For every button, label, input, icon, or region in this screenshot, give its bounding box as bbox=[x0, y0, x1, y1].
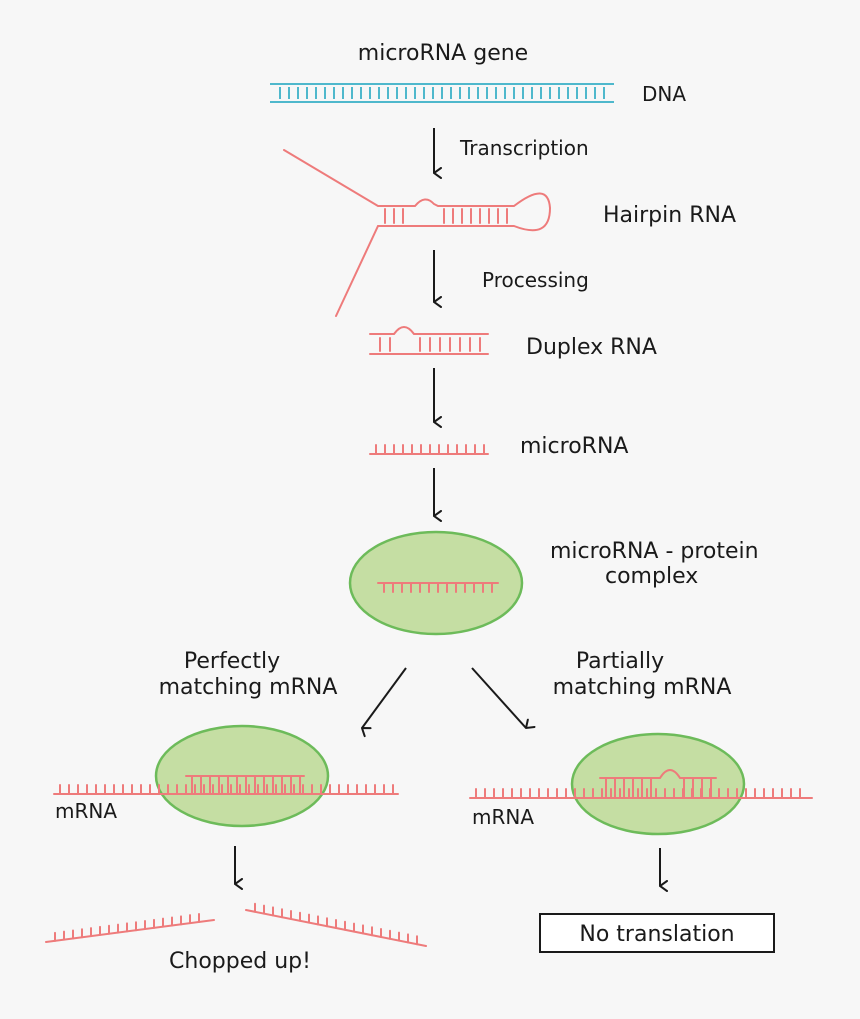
perfect-label-line2: matching mRNA bbox=[159, 675, 338, 700]
left-mrna bbox=[53, 775, 399, 795]
microrna-strand bbox=[369, 444, 489, 455]
duplex-label: Duplex RNA bbox=[526, 335, 657, 360]
dna-strand bbox=[270, 83, 614, 103]
dna-label: DNA bbox=[642, 82, 686, 106]
partial-label-line1: Partially bbox=[576, 649, 664, 674]
microrna-label: microRNA bbox=[520, 434, 628, 459]
perfect-branch-arrow bbox=[362, 667, 407, 728]
complex-microrna-strand bbox=[377, 582, 499, 593]
partial-label-line2: matching mRNA bbox=[553, 675, 732, 700]
right-mrna bbox=[469, 769, 813, 799]
mrna-left-label: mRNA bbox=[55, 799, 117, 823]
chopped-fragments bbox=[45, 902, 427, 947]
perfect-label-line1: Perfectly bbox=[184, 649, 280, 674]
no-translation-label: No translation bbox=[579, 922, 734, 947]
chopped-label: Chopped up! bbox=[169, 949, 311, 974]
no-translation-box bbox=[539, 913, 775, 953]
mrna-right-label: mRNA bbox=[472, 805, 534, 829]
duplex-rna bbox=[369, 326, 489, 355]
complex-label-line2: complex bbox=[605, 564, 698, 589]
processing-label: Processing bbox=[482, 268, 589, 292]
hairpin-rna bbox=[283, 149, 552, 317]
transcription-label: Transcription bbox=[459, 136, 589, 160]
complex-label-line1: microRNA - protein bbox=[550, 539, 759, 564]
right-complex bbox=[570, 732, 746, 836]
partial-branch-arrow bbox=[471, 667, 526, 728]
hairpin-label: Hairpin RNA bbox=[603, 203, 736, 228]
gene-title: microRNA gene bbox=[358, 41, 528, 66]
